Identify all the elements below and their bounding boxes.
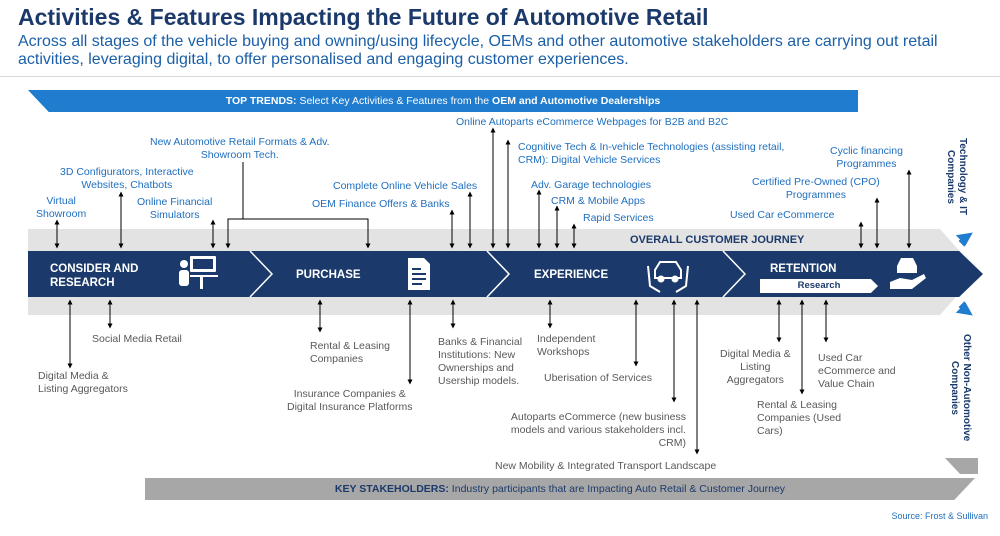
label-used-car-ecommerce: Used Car eCommerce [730, 209, 835, 221]
stage-consider-research: CONSIDER AND RESEARCH [50, 263, 139, 289]
label-adv-garage: Adv. Garage technologies [531, 179, 652, 191]
label-3d-configurators: 3D Configurators, Interactive Websites, … [60, 166, 194, 191]
label-oem-finance-offers: OEM Finance Offers & Banks [312, 198, 450, 210]
research-tag: Research [760, 279, 878, 293]
top-trends-emphasis: OEM and Automotive Dealerships [492, 95, 661, 107]
page-subtitle: Across all stages of the vehicle buying … [18, 33, 938, 68]
label-virtual-showroom: Virtual Showroom [36, 195, 87, 220]
label-online-autoparts: Online Autoparts eCommerce Webpages for … [456, 116, 729, 128]
label-rental-leasing: Rental & Leasing Companies [310, 340, 390, 365]
key-stakeholders-text: KEY STAKEHOLDERS: Industry participants … [145, 478, 975, 500]
label-autoparts-ecommerce: Autoparts eCommerce (new business models… [510, 411, 686, 449]
stage-experience: EXPERIENCE [534, 269, 609, 281]
top-trends-text: TOP TRENDS: Select Key Activities & Feat… [28, 90, 858, 112]
label-used-car-value-chain: Used Car eCommerce and Value Chain [818, 352, 896, 390]
label-cognitive-tech: Cognitive Tech & In-vehicle Technologies… [518, 141, 785, 166]
car-hands-icon [647, 261, 689, 293]
label-new-retail-formats: New Automotive Retail Formats & Adv. Sho… [150, 136, 330, 161]
label-independent-workshops: Independent Workshops [537, 333, 596, 358]
source-note: Source: Frost & Sullivan [891, 511, 988, 521]
label-uberisation: Uberisation of Services [544, 372, 652, 384]
key-stakeholders-prefix: KEY STAKEHOLDERS: [334, 483, 449, 495]
desktop-user-icon [179, 256, 218, 289]
tech-arrow-icon [955, 232, 973, 247]
title-divider [0, 76, 1000, 77]
key-stakeholders-body: Industry participants that are Impacting… [448, 483, 786, 495]
label-rapid-services: Rapid Services [583, 212, 654, 224]
label-rental-leasing-used: Rental & Leasing Companies (Used Cars) [757, 399, 842, 437]
journey-label: OVERALL CUSTOMER JOURNEY [630, 234, 805, 246]
label-digital-media-aggregators: Digital Media & Listing Aggregators [38, 370, 128, 395]
side-label-technology: Technology & IT Companies [945, 138, 968, 216]
label-new-mobility: New Mobility & Integrated Transport Land… [495, 460, 717, 472]
label-insurance: Insurance Companies & Digital Insurance … [287, 388, 413, 413]
label-social-media-retail: Social Media Retail [92, 333, 182, 345]
car-hand-icon [890, 258, 926, 289]
other-arrow-icon [955, 301, 973, 316]
top-trends-banner [28, 90, 858, 112]
side-label-other-companies: Other Non-Automotive Companies [949, 334, 972, 442]
label-retention-digital-media: Digital Media & Listing Aggregators [720, 348, 791, 386]
top-trends-body: Select Key Activities & Features from th… [296, 95, 493, 107]
stakeholder-corner [945, 458, 978, 474]
top-trends-prefix: TOP TRENDS: [225, 95, 297, 107]
label-cpo-programmes: Certified Pre-Owned (CPO) Programmes [752, 176, 880, 201]
key-stakeholders-banner [145, 478, 975, 500]
stage-purchase: PURCHASE [296, 269, 361, 281]
label-banks-financial: Banks & Financial Institutions: New Owne… [438, 336, 523, 387]
page-title: Activities & Features Impacting the Futu… [18, 4, 709, 30]
stage-retention: RETENTION [770, 263, 837, 275]
label-cyclic-financing: Cyclic financing Programmes [830, 145, 903, 170]
document-icon [408, 258, 430, 290]
label-crm-mobile-apps: CRM & Mobile Apps [551, 195, 645, 207]
stage-separators [249, 250, 747, 298]
label-online-financial-simulators: Online Financial Simulators [137, 196, 213, 221]
label-complete-online-sales: Complete Online Vehicle Sales [333, 180, 478, 192]
